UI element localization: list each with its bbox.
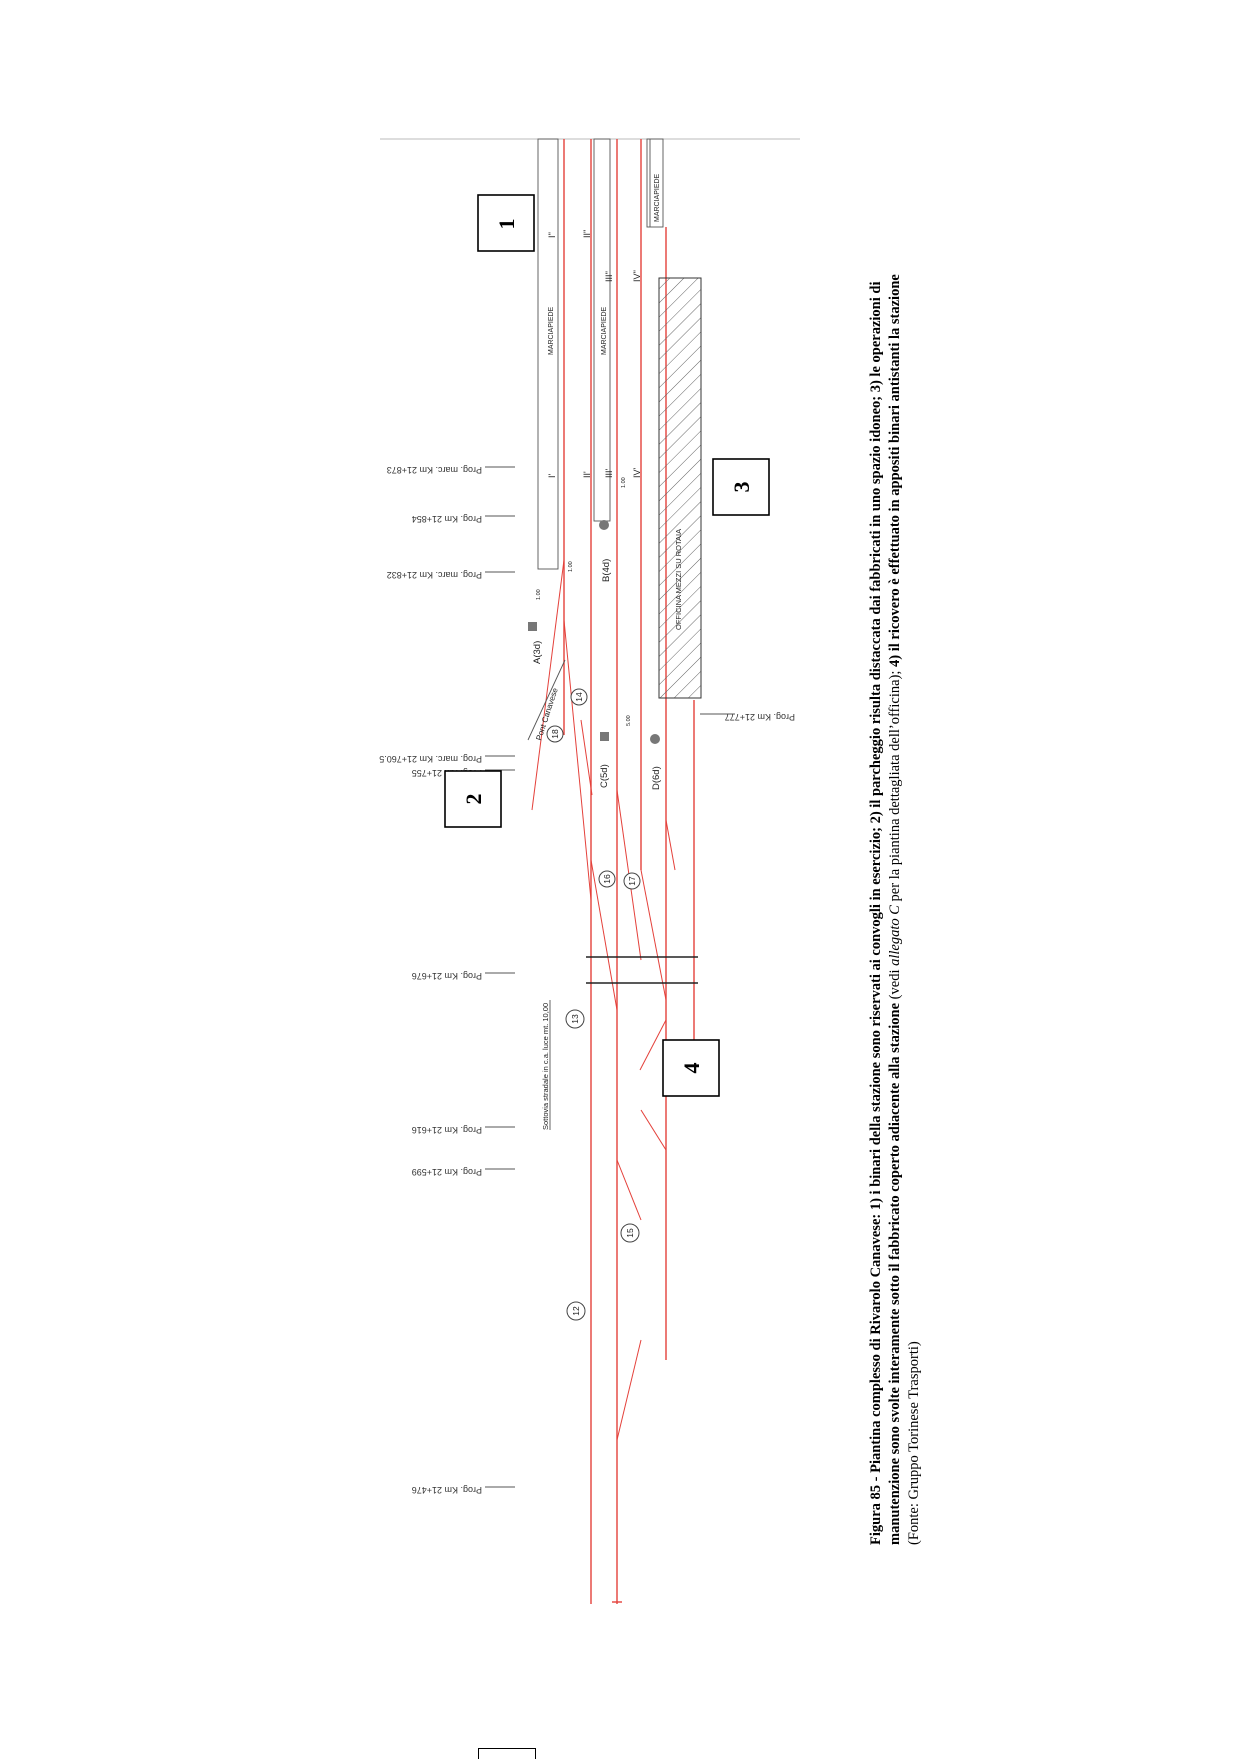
marker-box-4: 4 [662, 1039, 720, 1097]
progressive-label: Prog. Km 21+676 [412, 971, 482, 981]
switch-label: 12 [571, 1306, 581, 1316]
tracks [531, 139, 699, 1604]
distance-label: 1.00 [568, 561, 574, 572]
progressive-label: Prog. marc. Km 21+832 [387, 570, 482, 580]
track-label: III'' [604, 271, 614, 282]
caption-text-1: (vedi [887, 965, 903, 1003]
signal-a-label: A(3d) [532, 641, 543, 664]
distance-label: 1.00 [536, 589, 542, 600]
caption-bold-text-2: 4) il ricovero è effettuato in appositi … [887, 274, 903, 667]
workshop-label: OFFICINA MEZZI SU ROTAIA [674, 529, 683, 630]
platform-label: MARCIAPIEDE [548, 306, 555, 355]
switch-label: 13 [570, 1014, 580, 1024]
marker-number: 2 [461, 794, 486, 805]
marker-number: 4 [679, 1063, 704, 1074]
caption-text-2: per la piantina dettagliata dell’officin… [887, 666, 903, 906]
track-label: II'' [582, 229, 592, 238]
underpass-label: Sottovia stradale in c.a. luce mt. 10,00 [541, 1003, 550, 1130]
progressive-markers: Prog. marc. Km 21+873 Prog. Km 21+854 Pr… [379, 465, 795, 1495]
track-label: IV' [632, 467, 642, 478]
signal-c-label: C(5d) [599, 764, 610, 788]
marker-box-2: 2 [444, 770, 502, 828]
track-label: I'' [547, 232, 557, 238]
track-label: I' [547, 473, 557, 478]
marker-number: 1 [494, 219, 519, 230]
track-label: III' [604, 468, 614, 478]
switch-label: 15 [625, 1228, 635, 1238]
progressive-label: Prog. marc. Km 21+873 [387, 465, 482, 475]
figure-caption: Figura 85 - Piantina complesso di Rivaro… [867, 245, 924, 1545]
progressive-label: Prog. Km 21+616 [412, 1125, 482, 1135]
switch-label: 14 [574, 692, 584, 702]
caption-label: Figura 85 - [868, 1476, 884, 1545]
signal-d-label: D(6d) [651, 766, 662, 790]
distance-label: 5.00 [626, 715, 632, 726]
signals: A(3d) B(4d) C(5d) D(6d) [528, 520, 662, 790]
signal-b-icon [599, 520, 609, 530]
platform-3: MARCIAPIEDE [646, 138, 664, 228]
pont-canavese-branch [527, 659, 566, 741]
marker-box-3: 3 [712, 458, 770, 516]
progressive-label: Prog. Km 21+854 [412, 514, 482, 524]
track-label: II' [582, 471, 592, 478]
switch-label: 16 [602, 874, 612, 884]
marker-box-1: 1 [477, 194, 535, 252]
progressive-label: Prog. Km 21+476 [412, 1485, 482, 1495]
marker-number: 3 [729, 482, 754, 493]
signal-c-icon [600, 732, 609, 741]
progressive-label: Prog. marc. Km 21+760.5 [379, 754, 482, 764]
caption-italic-text: allegato C [887, 905, 903, 966]
workshop-building: OFFICINA MEZZI SU ROTAIA [658, 277, 702, 699]
underpass: Sottovia stradale in c.a. luce mt. 10,00 [541, 956, 698, 1130]
platform-label: MARCIAPIEDE [654, 173, 661, 222]
signal-d-icon [650, 734, 660, 744]
switch-label: 17 [627, 876, 637, 886]
caption-text-3: (Fonte: Gruppo Torinese Trasporti) [906, 1341, 922, 1545]
platform-label: MARCIAPIEDE [601, 306, 608, 355]
platform-2: MARCIAPIEDE [593, 138, 611, 522]
switches: 12 13 14 15 16 17 18 [546, 688, 641, 1321]
platform-1: MARCIAPIEDE [537, 138, 559, 570]
track-labels: I' I'' II' II'' III' III'' IV' IV'' [547, 229, 642, 478]
signal-distances: 1.00 1.00 5.00 1.00 [536, 477, 632, 726]
distance-label: 1.00 [621, 477, 627, 488]
signal-b-label: B(4d) [601, 559, 612, 582]
track-label: IV'' [632, 270, 642, 282]
progressive-label: Prog. Km 21+777 [725, 712, 795, 722]
progressive-label: Prog. Km 21+599 [412, 1167, 482, 1177]
switch-label: 18 [550, 729, 560, 739]
signal-a-icon [528, 622, 537, 631]
